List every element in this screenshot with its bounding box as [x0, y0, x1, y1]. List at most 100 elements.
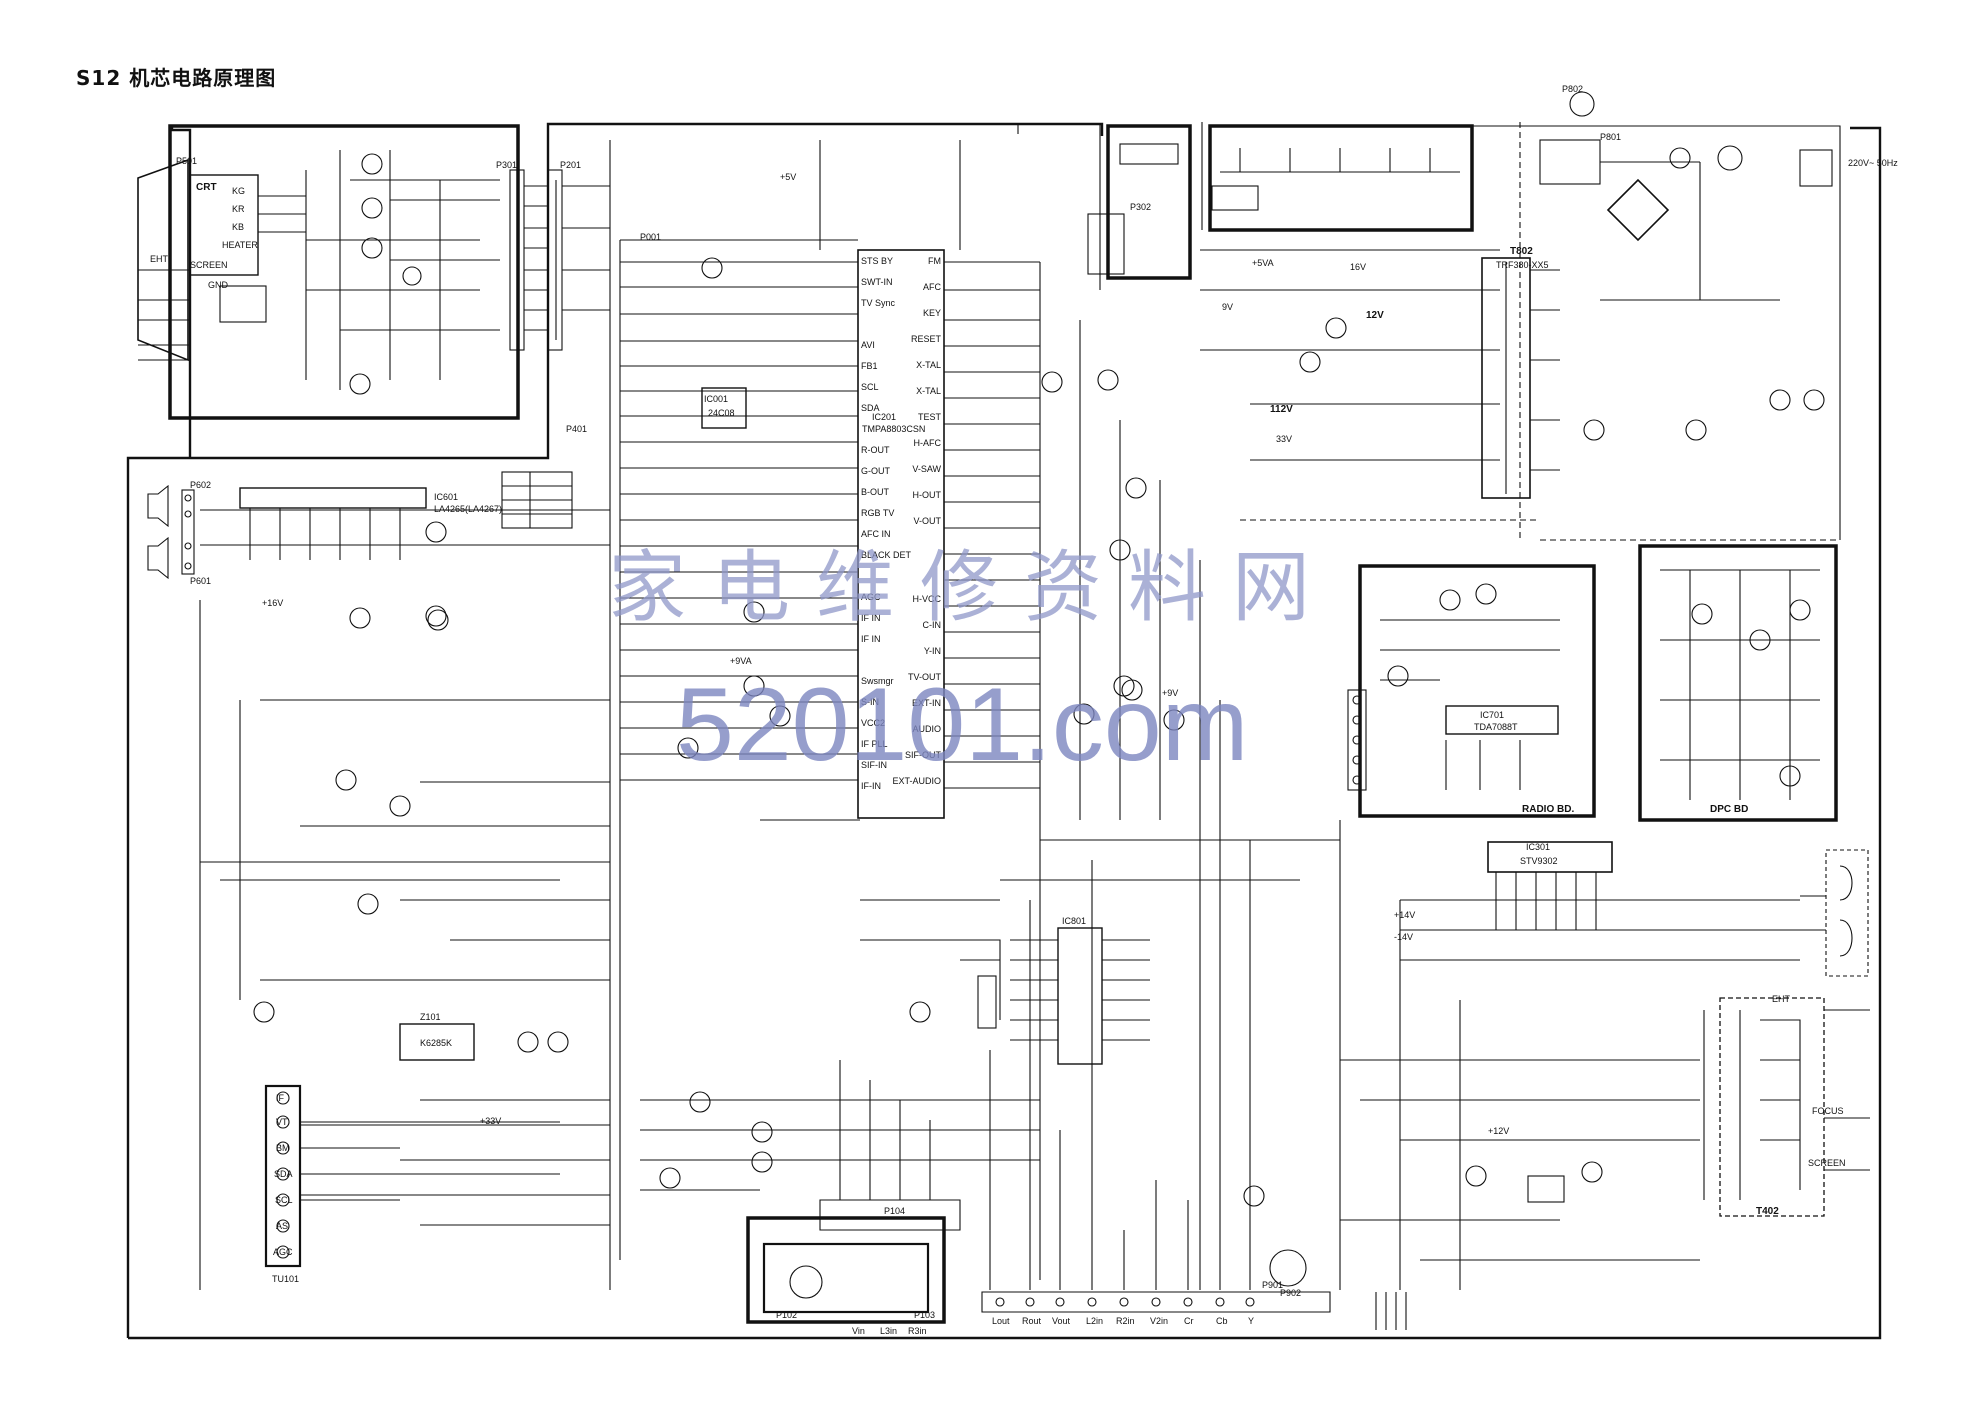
ic201-left-pin: SCL [861, 382, 879, 392]
v12-label: 12V [1366, 310, 1384, 321]
av-label-vin: Vin [852, 1326, 865, 1336]
av-label-l2in: L2in [1086, 1316, 1103, 1326]
ic201-left-pin: STS BY [861, 256, 893, 266]
t802-label: T802 [1510, 246, 1533, 257]
av-label-vout: Vout [1052, 1316, 1071, 1326]
ic201-left-pin: VCC2 [861, 718, 885, 728]
ic201-left-pin: G-OUT [861, 466, 890, 476]
eht-label: EHT [1772, 994, 1791, 1004]
tuner-pin-sda: SDA [274, 1169, 293, 1179]
ic201-right-pin: X-TAL [916, 386, 941, 396]
ic201-left-pin: IF IN [861, 634, 881, 644]
t402-body [1719, 997, 1825, 1217]
p201-label: P201 [560, 160, 581, 170]
av-label-r3in: R3in [908, 1326, 927, 1336]
plus5va-label: +5VA [1252, 258, 1274, 268]
focus-label: FOCUS [1812, 1106, 1844, 1116]
t802-part: TRF380-XX5 [1496, 260, 1549, 270]
ic201-right-pin: Y-IN [924, 646, 941, 656]
p103-label: P103 [914, 1310, 935, 1320]
ic601-label: IC601 [434, 492, 458, 502]
z101-label: Z101 [420, 1012, 441, 1022]
ic201-left-pin: SWT-IN [861, 277, 893, 287]
ic201-left-pin: Swsmgr [861, 676, 894, 686]
ic201-right-pin: AUDIO [912, 724, 941, 734]
ic301-label: IC301 [1526, 842, 1550, 852]
ic201-left-pin: IF IN [861, 613, 881, 623]
ic201-right-pin: EXT-AUDIO [892, 776, 941, 786]
tuner-pin-scl: SCL [275, 1195, 293, 1205]
ic201-left-pin: IF PLL [861, 739, 888, 749]
t802-body [1481, 257, 1531, 499]
av-label-rout: Rout [1022, 1316, 1042, 1326]
ic201-left-pin: B-OUT [861, 487, 890, 497]
v9-label: 9V [1222, 302, 1233, 312]
av-label-v2in: V2in [1150, 1316, 1168, 1326]
ic201-right-pin: AFC [923, 282, 942, 292]
radio-board [1358, 564, 1596, 818]
v16-label: 16V [1350, 262, 1366, 272]
ic801-label: IC801 [1062, 916, 1086, 926]
ic201-right-pin: C-IN [923, 620, 942, 630]
t402-label: T402 [1756, 1206, 1779, 1217]
ic201-left-pin: SDA [861, 403, 880, 413]
ic201-right-pin: H-OUT [913, 490, 942, 500]
screen-label: SCREEN [1808, 1158, 1846, 1168]
ic201-right-pin: KEY [923, 308, 941, 318]
ic201-right-pin: H-AFC [914, 438, 942, 448]
p302-box [1106, 124, 1192, 280]
tuner-pin-vt: VT [276, 1117, 288, 1127]
plus12-label: +12V [1488, 1126, 1509, 1136]
ic201-right-pin-labels: FMAFCKEYRESETX-TALX-TALTESTH-AFCV-SAWH-O… [892, 256, 941, 786]
v112-label: 112V [1270, 404, 1293, 415]
crt-pin-kb: KB [232, 222, 244, 232]
p902-label: P902 [1280, 1288, 1301, 1298]
crt-board [168, 124, 520, 420]
p102-label: P102 [776, 1310, 797, 1320]
p104-label: P104 [884, 1206, 905, 1216]
ic301-part: STV9302 [1520, 856, 1558, 866]
ic001-part: 24C08 [708, 408, 735, 418]
p802-label: P802 [1562, 84, 1583, 94]
watermark-chinese: 家电维修资料网 [608, 543, 1336, 633]
ic201-left-pin: AVI [861, 340, 875, 350]
ic201-left-pin: IF-IN [861, 781, 881, 791]
tuner-pin-if: IF [276, 1093, 285, 1103]
ic201-left-pin: TV Sync [861, 298, 896, 308]
p301-label: P301 [496, 160, 517, 170]
ic701-part: TDA7088T [1474, 722, 1518, 732]
outer-frame [126, 122, 1104, 1338]
p302-label: P302 [1130, 202, 1151, 212]
p602-label: P602 [190, 480, 211, 490]
tuner-pin-bm: BM [276, 1143, 290, 1153]
mains-voltage-label: 220V~ 50Hz [1848, 158, 1898, 168]
ic201-right-pin: TEST [918, 412, 942, 422]
dpc-board-label: DPC BD [1710, 804, 1748, 815]
ic201-left-pin: S-IN [861, 697, 879, 707]
ic201-left-pin: SIF-IN [861, 760, 887, 770]
av-label-r2in: R2in [1116, 1316, 1135, 1326]
tuner-label: TU101 [272, 1274, 299, 1284]
ic201-left-pin: RGB TV [861, 508, 894, 518]
plus33-label: +33V [480, 1116, 501, 1126]
ic301-body [1487, 841, 1613, 873]
ic201-right-pin: H-VCC [913, 594, 942, 604]
ic201-right-pin: FM [928, 256, 941, 266]
radio-board-label: RADIO BD. [1522, 804, 1574, 815]
ic601-part: LA4265(LA4267) [434, 504, 502, 514]
p501-label: P501 [176, 156, 197, 166]
v33-label: 33V [1276, 434, 1292, 444]
crt-pin-heater: HEATER [222, 240, 258, 250]
ic001-label: IC001 [704, 394, 728, 404]
ic701-label: IC701 [1480, 710, 1504, 720]
ic201-left-pin: AFC IN [861, 529, 891, 539]
ic201-part: TMPA8803CSN [862, 424, 925, 434]
tuner-pin-agc: AGC [273, 1247, 293, 1257]
z101-body [399, 1023, 475, 1061]
plus5-label: +5V [780, 172, 796, 182]
crt-pin-kr: KR [232, 204, 245, 214]
ic201-right-pin: V-OUT [913, 516, 941, 526]
tuner-pin-as: AS [276, 1221, 288, 1231]
